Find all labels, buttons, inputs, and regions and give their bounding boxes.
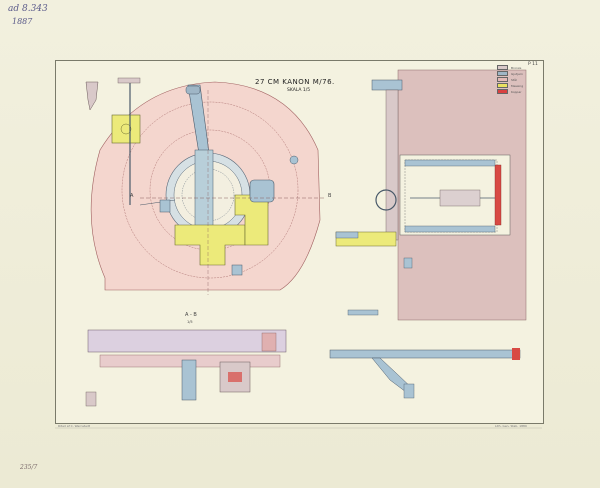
legend-swatch — [497, 88, 508, 95]
legend-row: Messing — [497, 82, 537, 89]
legend-label: Gjutjern — [511, 71, 523, 76]
legend-swatch — [497, 82, 508, 89]
lower-bar-view — [329, 348, 521, 399]
year-mark: 1887 — [12, 17, 33, 26]
legend-row: Stål — [497, 76, 537, 83]
legend-label: Stål — [511, 77, 517, 82]
bottom-catalog-mark: 235/7 — [20, 464, 38, 471]
plate-number: P 11 — [528, 62, 538, 67]
legend-label: Bronze — [511, 65, 522, 70]
section-label: A - B — [185, 312, 197, 318]
legend-row: Gjutjern — [497, 70, 537, 77]
catalog-number: ad 8.343 — [8, 4, 48, 14]
drawing-title: 27 CM KANON M/76. — [255, 78, 335, 86]
legend-label: Messing — [511, 83, 524, 88]
legend-row: Bronze — [497, 64, 537, 71]
material-legend: Bronze Gjutjern Stål Messing Koppar — [497, 64, 537, 95]
legend-swatch — [497, 70, 508, 77]
section-scale: 1/5 — [187, 320, 193, 324]
legend-swatch — [497, 76, 508, 83]
front-view — [85, 77, 326, 295]
footer-right: Lith. Gen. Stab. 1889 — [495, 424, 527, 428]
legend-swatch — [497, 64, 508, 71]
legend-label: Koppar — [511, 89, 522, 94]
footer-left: Ritad af C. Wernstedt — [58, 424, 91, 428]
legend-row: Koppar — [497, 88, 537, 95]
point-a-label: A — [130, 193, 134, 199]
point-b-label: B — [328, 193, 332, 199]
side-section-view — [335, 69, 527, 321]
drawing-scale: SKALA 1/5 — [287, 88, 311, 93]
section-ab-view — [85, 329, 287, 407]
